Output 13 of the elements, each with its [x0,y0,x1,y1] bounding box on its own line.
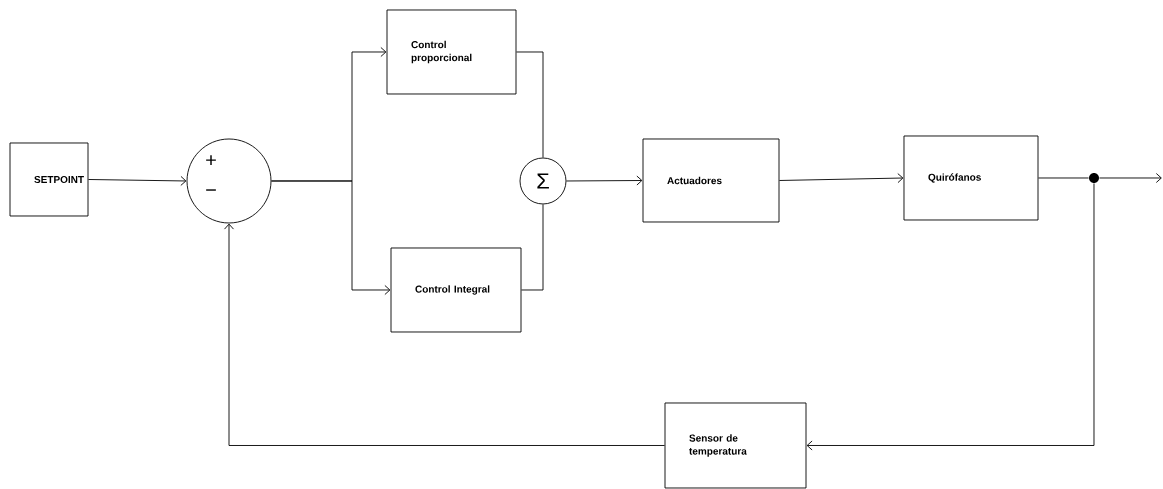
block-box: Control proporcional [386,9,517,95]
arrow [806,183,1095,451]
block-box: Sensor de temperatura [664,402,807,489]
block-box: Quirófanos [903,135,1039,221]
arrow [88,175,187,186]
block-box: Actuadores [642,138,780,223]
block-box: Control Integral [390,247,522,333]
block-box: SETPOINT [9,142,89,217]
arrow [271,180,391,295]
arrow [779,173,904,184]
arrow [1099,173,1162,183]
arrow [224,223,665,446]
arrow [566,175,643,186]
